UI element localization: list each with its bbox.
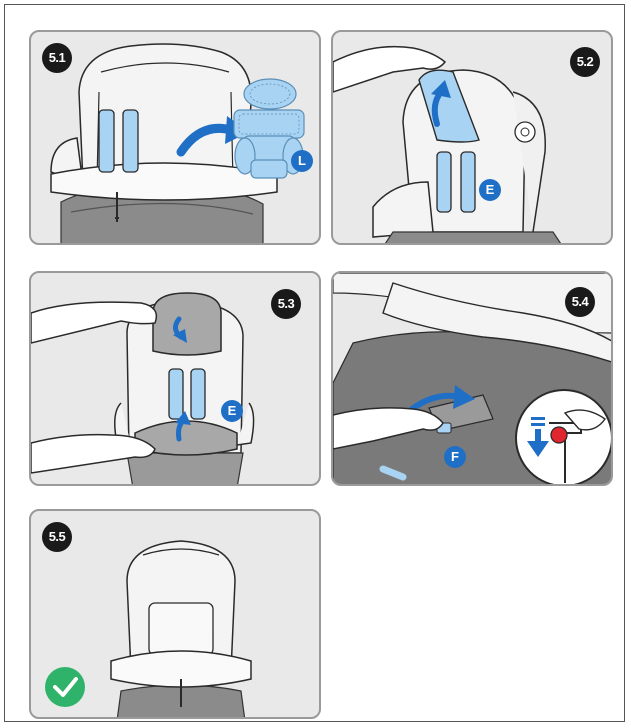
step-number-badge: 5.2 (570, 47, 600, 77)
part-label-badge: F (444, 446, 466, 468)
step-number-badge: 5.4 (565, 287, 595, 317)
step-panel-5-3: 5.3 E (29, 271, 321, 486)
step-panel-5-4: 5.4 F (331, 271, 613, 486)
part-label-badge: L (291, 150, 313, 172)
step-5-5-illustration (45, 540, 252, 717)
instruction-page: 5.1 L 5.2 E (4, 4, 625, 722)
step-panel-5-5: 5.5 (29, 509, 321, 719)
part-label-badge: E (221, 400, 243, 422)
step-5-4-illustration (333, 273, 611, 484)
part-label-badge: E (479, 179, 501, 201)
step-5-1-illustration (50, 43, 305, 243)
step-5-2-illustration (333, 45, 562, 243)
step-panel-5-1: 5.1 L (29, 30, 321, 245)
step-number-badge: 5.1 (42, 43, 72, 73)
step-5-3-illustration (31, 292, 255, 484)
step-number-badge: 5.5 (42, 522, 72, 552)
step-panel-5-2: 5.2 E (331, 30, 613, 245)
step-number-badge: 5.3 (271, 289, 301, 319)
checkmark-icon (45, 667, 85, 707)
